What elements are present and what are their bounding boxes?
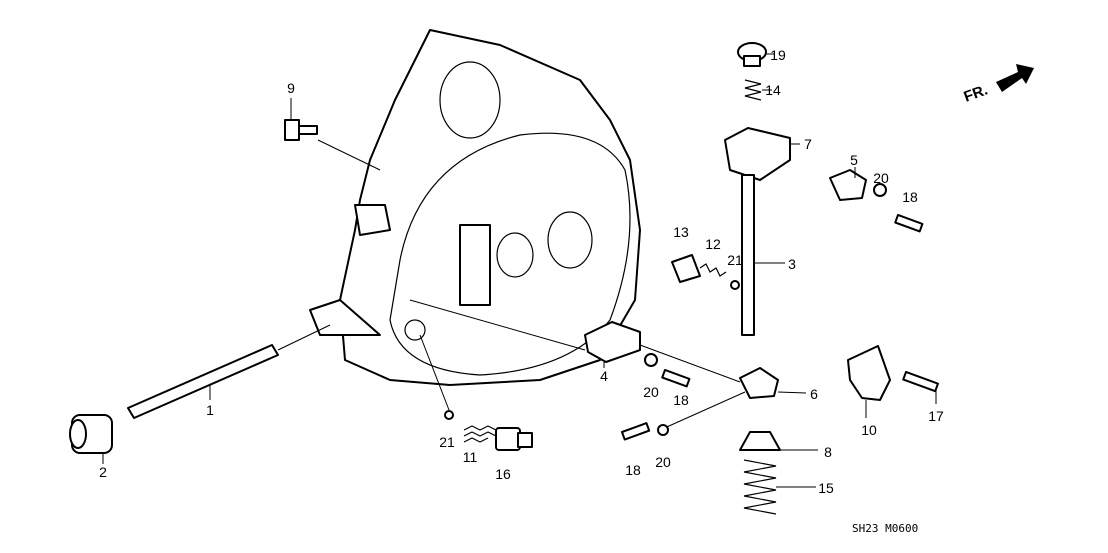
callout-6: 6 bbox=[810, 386, 818, 402]
part-9-bolt bbox=[284, 98, 381, 171]
callout-16: 16 bbox=[495, 466, 511, 482]
part-1-shaft bbox=[127, 324, 331, 419]
callout-3: 3 bbox=[788, 256, 796, 272]
callout-11: 11 bbox=[463, 449, 478, 465]
part-19-plug bbox=[737, 42, 775, 67]
part-10-bracket bbox=[847, 345, 939, 418]
part-3-shaft bbox=[741, 174, 785, 336]
detent-assembly bbox=[419, 334, 533, 451]
part-4-arm bbox=[409, 299, 691, 388]
callout-5: 5 bbox=[850, 152, 858, 168]
callout-21: 21 bbox=[439, 434, 455, 450]
callout-8: 8 bbox=[824, 444, 832, 460]
part-6-arm bbox=[620, 344, 807, 441]
part-2-seal bbox=[69, 414, 113, 464]
part-13-pin bbox=[671, 254, 740, 290]
callout-18: 18 bbox=[902, 189, 918, 205]
callout-9: 9 bbox=[287, 80, 295, 96]
callouts: 9 19 14 7 5 20 18 13 12 21 3 4 20 18 6 1… bbox=[99, 47, 944, 496]
callout-12: 12 bbox=[705, 236, 721, 252]
callout-4: 4 bbox=[600, 368, 608, 384]
front-arrow-icon bbox=[996, 64, 1034, 92]
callout-20: 20 bbox=[655, 454, 671, 470]
front-direction-indicator: FR. bbox=[962, 64, 1034, 106]
clutch-housing bbox=[309, 29, 641, 386]
callout-14: 14 bbox=[765, 82, 781, 98]
callout-18: 18 bbox=[673, 392, 689, 408]
callout-15: 15 bbox=[818, 480, 834, 496]
front-label: FR. bbox=[962, 82, 991, 106]
callout-17: 17 bbox=[928, 408, 944, 424]
part-7-holder bbox=[724, 127, 800, 181]
diagram-code: SH23 M0600 bbox=[852, 522, 918, 535]
callout-20: 20 bbox=[873, 170, 889, 186]
part-8-seat bbox=[739, 431, 818, 451]
callout-18: 18 bbox=[625, 462, 641, 478]
callout-10: 10 bbox=[861, 422, 877, 438]
part-5-arm bbox=[829, 167, 924, 233]
callout-21: 21 bbox=[727, 252, 743, 268]
callout-20: 20 bbox=[643, 384, 659, 400]
part-14-spring bbox=[744, 79, 772, 101]
callout-7: 7 bbox=[804, 136, 812, 152]
callout-1: 1 bbox=[206, 402, 214, 418]
part-15-spring bbox=[743, 459, 816, 515]
callout-13: 13 bbox=[673, 224, 689, 240]
callout-19: 19 bbox=[770, 47, 786, 63]
callout-2: 2 bbox=[99, 464, 107, 480]
